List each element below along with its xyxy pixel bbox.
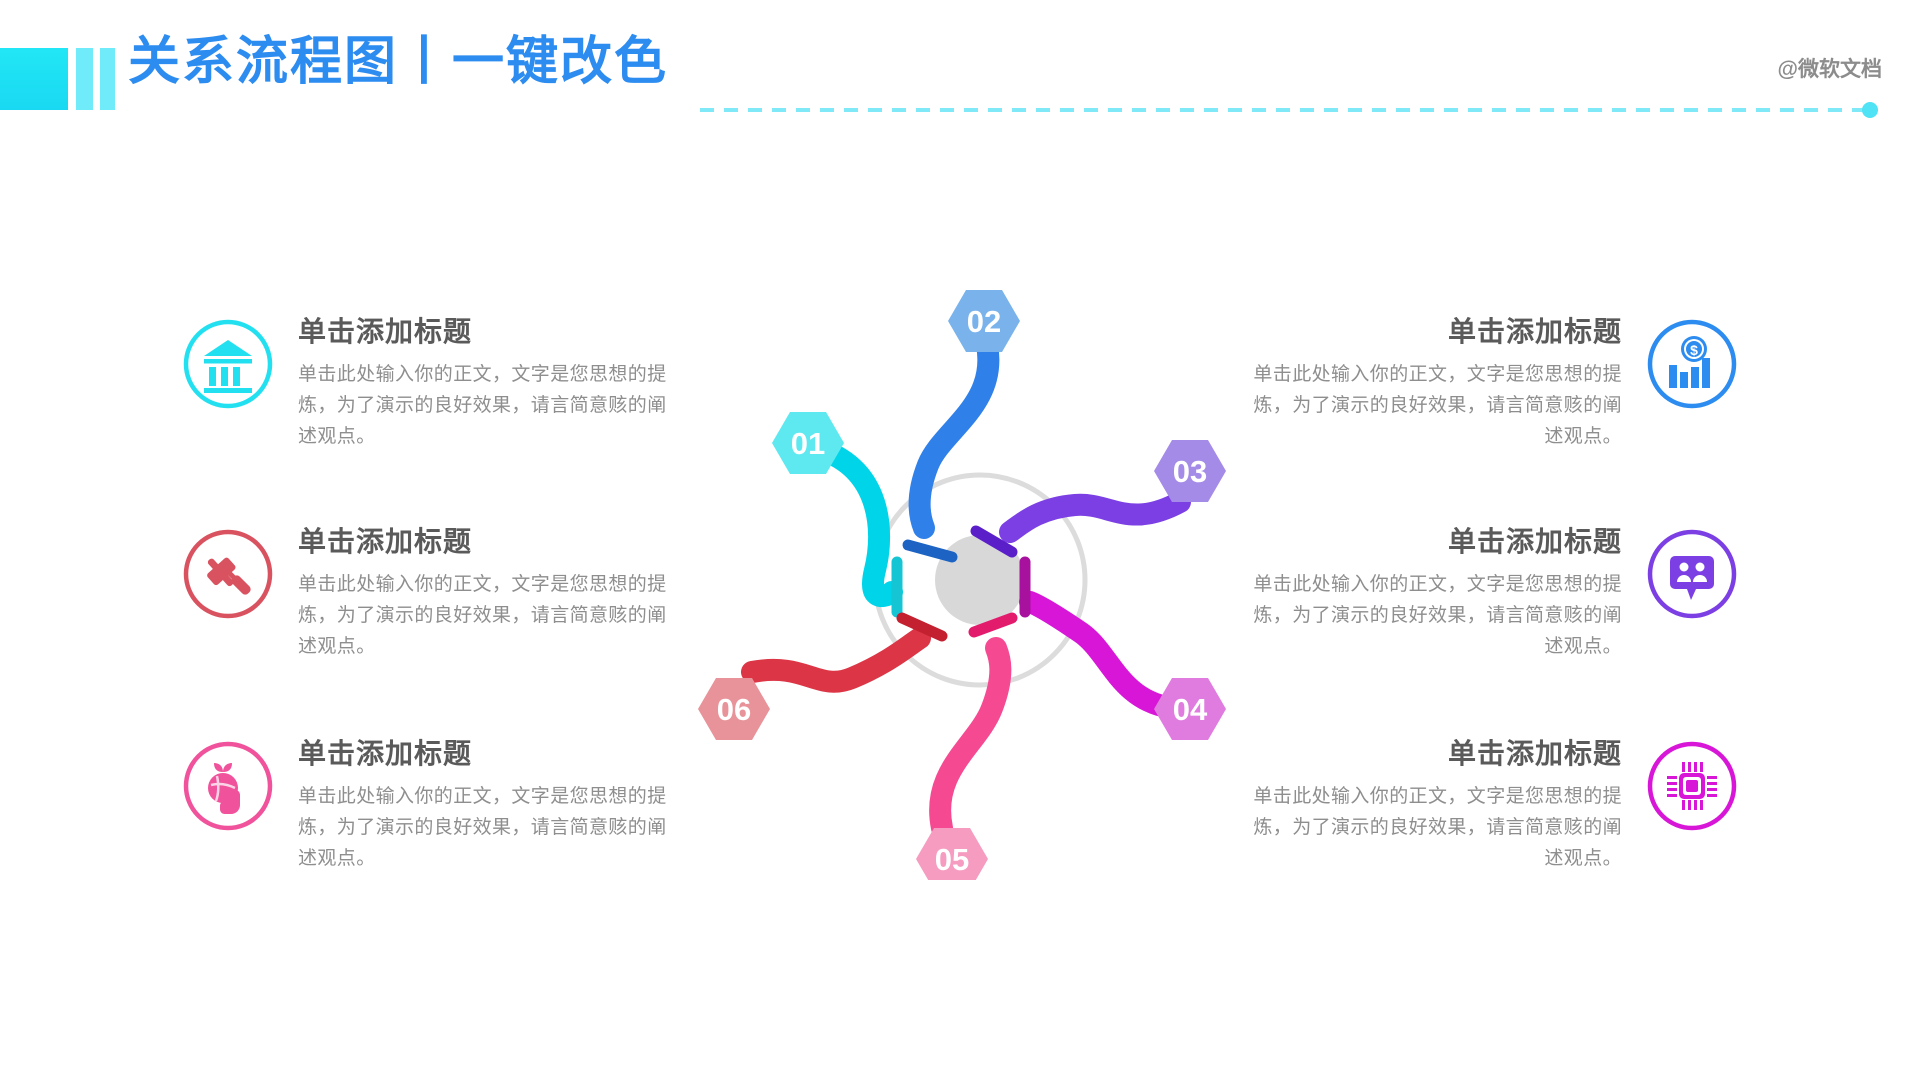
info-block-text: 单击添加标题 单击此处输入你的正文，文字是您思想的提炼，为了演示的良好效果，请言…: [298, 316, 680, 452]
info-block-title: 单击添加标题: [1447, 738, 1622, 769]
flow-number-01: 01: [791, 426, 825, 461]
info-block-body: 单击此处输入你的正文，文字是您思想的提炼，为了演示的良好效果，请言简意赅的阐述观…: [298, 364, 667, 447]
flow-node-03[interactable]: 03: [970, 440, 1226, 558]
info-block-title: 单击添加标题: [298, 526, 473, 557]
flow-connector-04: [1019, 591, 1183, 719]
info-block-right-1[interactable]: $ 单击添加标题 单击此处输入你的正文，文字是您思想的提炼，为了演示的良好效果，…: [1240, 316, 1740, 452]
page-title: 关系流程图丨一键改色: [128, 33, 669, 91]
flow-tick-03: [970, 525, 1018, 558]
info-block-text: 单击添加标题 单击此处输入你的正文，文字是您思想的提炼，为了演示的良好效果，请言…: [298, 526, 680, 662]
flow-hex-02: [948, 290, 1020, 352]
bank-icon: [180, 316, 276, 412]
info-block-title: 单击添加标题: [1447, 316, 1622, 347]
flow-connector-05: [929, 637, 1012, 839]
gavel-icon: [180, 526, 276, 622]
relationship-flow-diagram: 01 02 03 04 05: [680, 280, 1280, 880]
flow-number-06: 06: [717, 692, 751, 727]
flow-number-03: 03: [1173, 454, 1207, 489]
flow-connector-02: [908, 334, 1000, 539]
info-block-body: 单击此处输入你的正文，文字是您思想的提炼，为了演示的良好效果，请言简意赅的阐述观…: [298, 574, 667, 657]
flow-number-05: 05: [935, 842, 969, 877]
cpu-chip-icon: [1644, 738, 1740, 834]
info-block-right-3[interactable]: 单击添加标题 单击此处输入你的正文，文字是您思想的提炼，为了演示的良好效果，请言…: [1240, 738, 1740, 874]
flow-node-06[interactable]: 06: [698, 612, 948, 740]
header-accent-bar-small-1: [76, 48, 93, 110]
info-block-body: 单击此处输入你的正文，文字是您思想的提炼，为了演示的良好效果，请言简意赅的阐述观…: [1253, 786, 1622, 869]
group-chat-icon: [1644, 526, 1740, 622]
info-block-body: 单击此处输入你的正文，文字是您思想的提炼，为了演示的良好效果，请言简意赅的阐述观…: [298, 786, 667, 869]
info-block-body: 单击此处输入你的正文，文字是您思想的提炼，为了演示的良好效果，请言简意赅的阐述观…: [1253, 364, 1622, 447]
info-block-right-2[interactable]: 单击添加标题 单击此处输入你的正文，文字是您思想的提炼，为了演示的良好效果，请言…: [1240, 526, 1740, 662]
info-block-left-1[interactable]: 单击添加标题 单击此处输入你的正文，文字是您思想的提炼，为了演示的良好效果，请言…: [180, 316, 680, 452]
flow-hex-06: [698, 678, 770, 740]
info-block-left-2[interactable]: 单击添加标题 单击此处输入你的正文，文字是您思想的提炼，为了演示的良好效果，请言…: [180, 526, 680, 662]
flow-hex-01: [772, 412, 844, 474]
hub-core-circle: [935, 535, 1025, 625]
flow-tick-06: [896, 612, 948, 642]
flow-number-02: 02: [967, 304, 1001, 339]
flow-connector-06: [741, 627, 931, 693]
flow-node-05[interactable]: 05: [916, 612, 1018, 880]
header-dashed-divider: [700, 108, 1868, 112]
flow-node-01[interactable]: 01: [772, 412, 903, 618]
flow-connector-03: [999, 491, 1191, 543]
info-block-text: 单击添加标题 单击此处输入你的正文，文字是您思想的提炼，为了演示的良好效果，请言…: [1240, 316, 1622, 452]
hand-plant-icon: [180, 738, 276, 834]
money-chart-icon: $: [1644, 316, 1740, 412]
info-block-text: 单击添加标题 单击此处输入你的正文，文字是您思想的提炼，为了演示的良好效果，请言…: [1240, 526, 1622, 662]
info-block-title: 单击添加标题: [298, 316, 473, 347]
flow-tick-02: [902, 539, 958, 563]
flow-connector-01: [811, 439, 903, 608]
info-block-title: 单击添加标题: [298, 738, 473, 769]
info-block-text: 单击添加标题 单击此处输入你的正文，文字是您思想的提炼，为了演示的良好效果，请言…: [1240, 738, 1622, 874]
flow-node-02[interactable]: 02: [902, 290, 1020, 563]
flow-tick-05: [968, 612, 1018, 638]
header-accent-bar-small-2: [100, 48, 115, 110]
flow-node-04[interactable]: 04: [1019, 556, 1226, 740]
header-accent-bar-large: [0, 48, 68, 110]
info-block-text: 单击添加标题 单击此处输入你的正文，文字是您思想的提炼，为了演示的良好效果，请言…: [298, 738, 680, 874]
flow-hex-03: [1154, 440, 1226, 502]
page-header: 关系流程图丨一键改色 @微软文档: [0, 0, 1920, 150]
flow-hex-04: [1154, 678, 1226, 740]
info-block-body: 单击此处输入你的正文，文字是您思想的提炼，为了演示的良好效果，请言简意赅的阐述观…: [1253, 574, 1622, 657]
info-block-title: 单击添加标题: [1447, 526, 1622, 557]
info-block-left-3[interactable]: 单击添加标题 单击此处输入你的正文，文字是您思想的提炼，为了演示的良好效果，请言…: [180, 738, 680, 874]
brand-watermark: @微软文档: [1777, 58, 1882, 81]
flow-number-04: 04: [1173, 692, 1208, 727]
svg-text:$: $: [1690, 342, 1698, 358]
flow-hex-05: [916, 828, 988, 880]
header-divider-end-dot: [1862, 102, 1878, 118]
